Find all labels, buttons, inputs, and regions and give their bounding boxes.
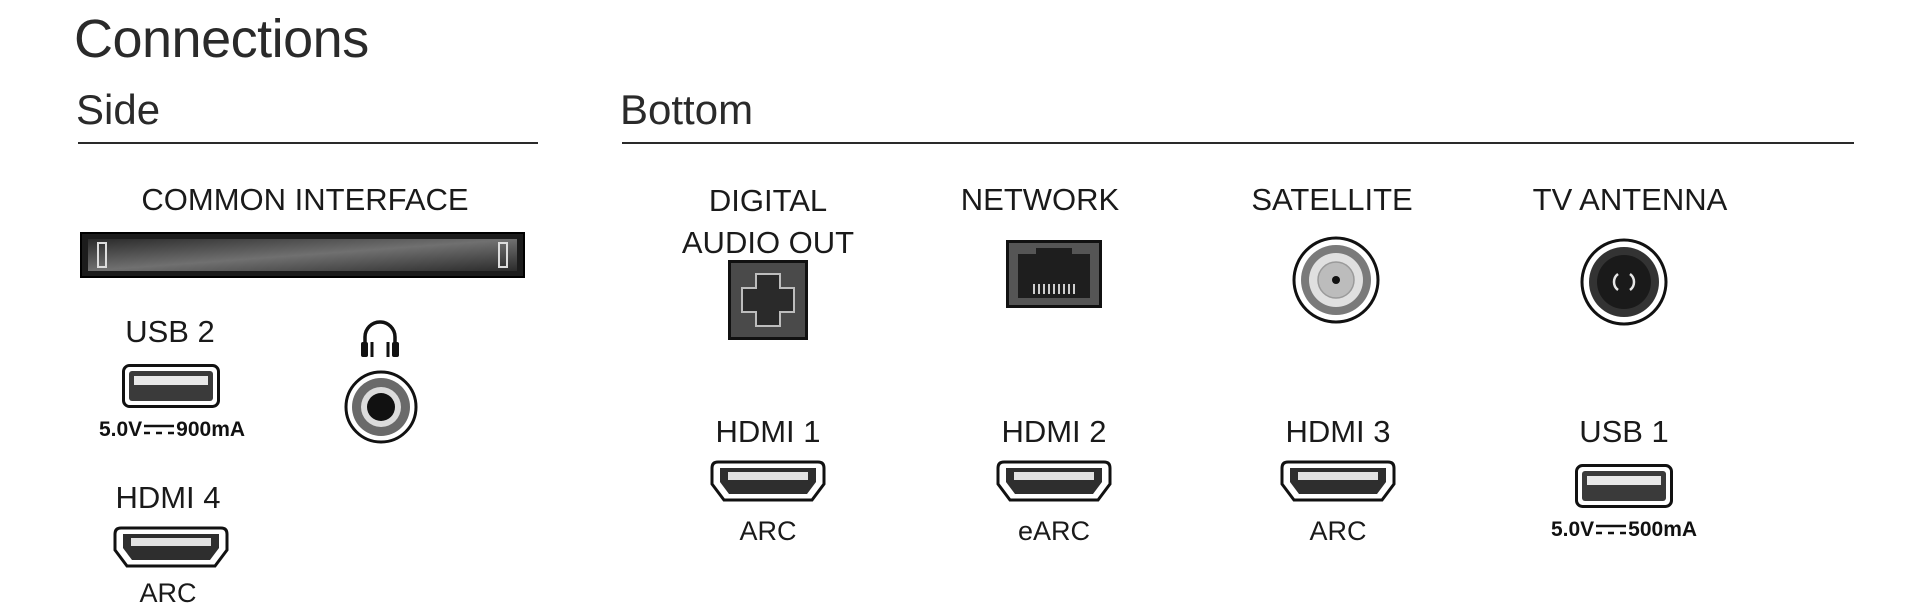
tv-antenna-label: TV ANTENNA [1532, 182, 1728, 217]
usb1-voltage: 5.0V [1550, 518, 1595, 541]
optical-port-icon [728, 260, 808, 340]
usb1-current: 500mA [1628, 518, 1698, 541]
digital-audio-out-label: DIGITAL AUDIO OUT [681, 183, 855, 260]
usb2-current: 900mA [176, 418, 246, 441]
hdmi4-port-icon [113, 526, 229, 570]
usb1-power-spec: 5.0V 500mA [1534, 518, 1714, 542]
hdmi3-arc-label: ARC [1309, 516, 1367, 546]
page-title: Connections [74, 9, 369, 69]
ethernet-port-icon [1006, 240, 1102, 308]
usb2-port-icon [122, 364, 220, 408]
side-divider [78, 142, 538, 144]
hdmi2-port-icon [996, 460, 1112, 504]
hdmi1-label: HDMI 1 [715, 414, 821, 449]
bottom-divider [622, 142, 1854, 144]
satellite-label: SATELLITE [1251, 182, 1413, 217]
headphone-jack-icon [344, 370, 418, 444]
headphones-icon [359, 318, 401, 360]
dc-symbol-icon [144, 424, 175, 436]
usb2-label: USB 2 [125, 314, 215, 349]
side-heading: Side [76, 86, 161, 133]
antenna-connector-icon [1580, 238, 1668, 326]
hdmi2-earc-label: eARC [1017, 516, 1091, 546]
bottom-heading: Bottom [620, 86, 754, 133]
common-interface-label: COMMON INTERFACE [141, 182, 469, 217]
hdmi2-label: HDMI 2 [1001, 414, 1107, 449]
common-interface-slot-icon [80, 232, 525, 278]
network-label: NETWORK [960, 182, 1120, 217]
hdmi1-port-icon [710, 460, 826, 504]
hdmi3-port-icon [1280, 460, 1396, 504]
usb2-voltage: 5.0V [98, 418, 143, 441]
dc-symbol-icon [1596, 524, 1627, 536]
hdmi4-arc-label: ARC [139, 578, 197, 608]
usb1-port-icon [1575, 464, 1673, 508]
satellite-connector-icon [1292, 236, 1380, 324]
hdmi4-label: HDMI 4 [115, 480, 221, 515]
hdmi3-label: HDMI 3 [1285, 414, 1391, 449]
usb2-power-spec: 5.0V 900mA [82, 418, 262, 442]
hdmi1-arc-label: ARC [739, 516, 797, 546]
usb1-label: USB 1 [1579, 414, 1669, 449]
